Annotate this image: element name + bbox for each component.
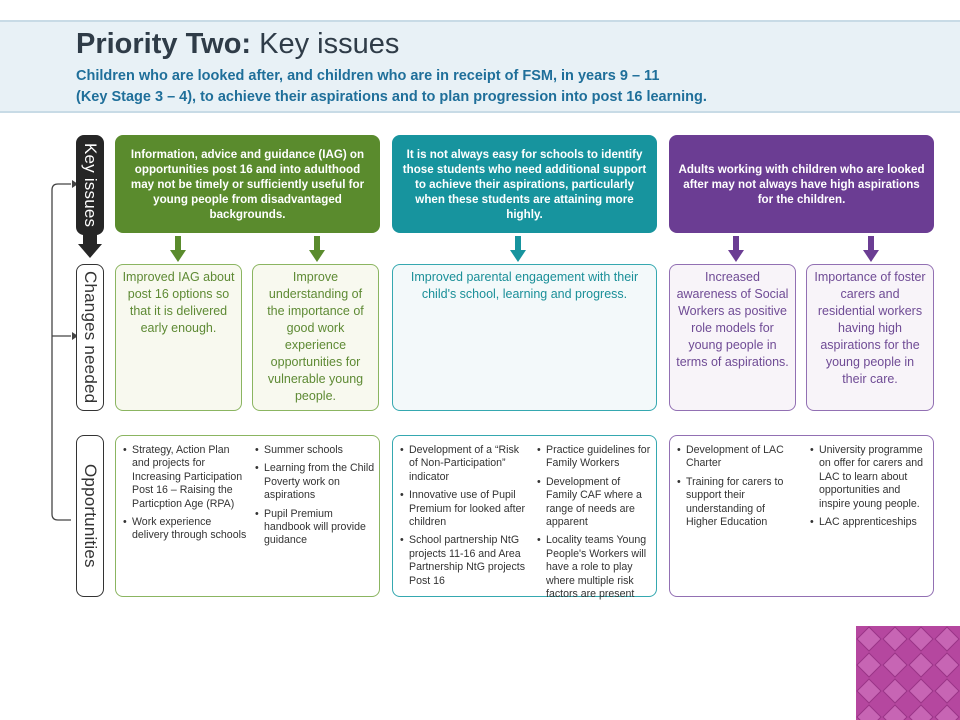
list-item: Locality teams Young People's Workers wi… bbox=[537, 534, 653, 601]
subtitle-line-1: Children who are looked after, and child… bbox=[76, 68, 660, 84]
opportunity-list: University programme on offer for carers… bbox=[810, 444, 930, 534]
list-item: LAC apprenticeships bbox=[810, 516, 930, 530]
list-item: Development of a “Risk of Non-Participat… bbox=[400, 444, 528, 484]
subtitle-line-2: (Key Stage 3 – 4), to achieve their aspi… bbox=[76, 89, 707, 105]
header-band bbox=[0, 20, 960, 113]
key-issues-label: Key issues bbox=[76, 135, 104, 235]
list-item: Work experience delivery through schools bbox=[123, 516, 247, 543]
opportunity-list: Summer schools Learning from the Child P… bbox=[255, 444, 375, 553]
list-item: Strategy, Action Plan and projects for I… bbox=[123, 444, 247, 511]
change-iag-timing: Improved IAG about post 16 options so th… bbox=[115, 264, 242, 411]
list-item: Pupil Premium handbook will provide guid… bbox=[255, 508, 375, 548]
opportunities-label: Opportunities bbox=[76, 435, 104, 597]
change-foster-carers: Importance of foster carers and resident… bbox=[806, 264, 934, 411]
issue-iag: Information, advice and guidance (IAG) o… bbox=[115, 135, 380, 233]
page-title: Priority Two: Key issues bbox=[76, 28, 400, 60]
arrow-down-icon bbox=[170, 236, 186, 262]
list-item: Innovative use of Pupil Premium for look… bbox=[400, 489, 528, 529]
arrow-down-icon bbox=[728, 236, 744, 262]
list-item: School partnership NtG projects 11-16 an… bbox=[400, 534, 528, 588]
list-item: Training for carers to support their und… bbox=[677, 476, 795, 530]
change-parental-engagement: Improved parental engagement with their … bbox=[392, 264, 657, 411]
opportunity-list: Practice guidelines for Family Workers D… bbox=[537, 444, 653, 606]
change-work-experience: Improve understanding of the importance … bbox=[252, 264, 379, 411]
arrow-down-icon bbox=[309, 236, 325, 262]
arrow-down-icon bbox=[510, 236, 526, 262]
issue-adult-aspirations: Adults working with children who are loo… bbox=[669, 135, 934, 233]
page-subtitle: Children who are looked after, and child… bbox=[76, 66, 896, 108]
change-social-workers: Increased awareness of Social Workers as… bbox=[669, 264, 796, 411]
list-item: University programme on offer for carers… bbox=[810, 444, 930, 511]
list-item: Development of Family CAF where a range … bbox=[537, 476, 653, 530]
decorative-corner-tile bbox=[856, 626, 960, 720]
opportunity-list: Development of LAC Charter Training for … bbox=[677, 444, 795, 534]
opportunity-list: Strategy, Action Plan and projects for I… bbox=[123, 444, 247, 548]
list-item: Learning from the Child Poverty work on … bbox=[255, 462, 375, 502]
list-item: Summer schools bbox=[255, 444, 375, 458]
opportunity-list: Development of a “Risk of Non-Participat… bbox=[400, 444, 528, 593]
issue-identify-students: It is not always easy for schools to ide… bbox=[392, 135, 657, 233]
list-item: Development of LAC Charter bbox=[677, 444, 795, 471]
arrow-down-icon bbox=[863, 236, 879, 262]
list-item: Practice guidelines for Family Workers bbox=[537, 444, 653, 471]
changes-needed-label: Changes needed bbox=[76, 264, 104, 411]
